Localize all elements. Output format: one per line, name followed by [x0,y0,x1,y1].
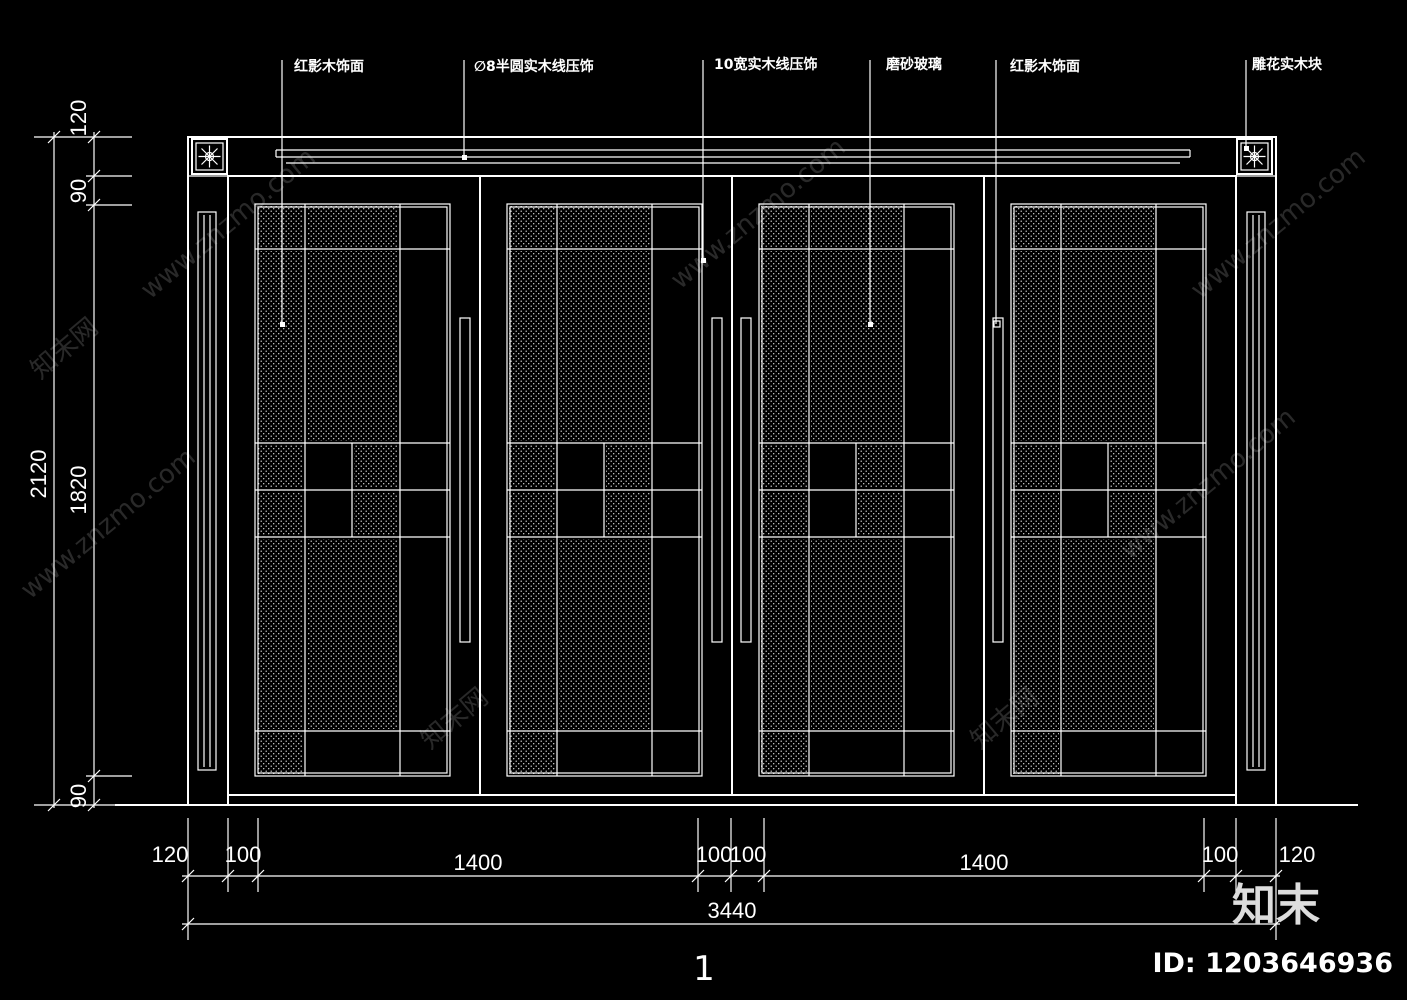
frosted-glass-pane [1110,492,1154,535]
dim-door-height: 1820 [66,466,91,515]
frosted-glass-pane [761,733,807,774]
watermark-layer: www.znzmo.com 知末网 www.znzmo.com 知末网 www.… [15,132,1371,755]
frosted-glass-pane [1013,206,1059,247]
dim-overall-height: 2120 [26,450,51,499]
frosted-glass-pane [811,539,902,729]
door-handle [459,317,471,643]
watermark-brand: 知末网 [415,682,494,755]
frosted-glass-pane [257,733,303,774]
frosted-glass-pane [1013,492,1059,535]
frosted-glass-pane [257,206,303,247]
frosted-glass-pane [509,492,555,535]
dim-left-pilaster: 120 [152,842,189,867]
frosted-glass-pane [509,251,555,441]
dim-right-frame: 100 [1202,842,1239,867]
door-handle [740,317,752,643]
frosted-glass-pane [307,539,398,729]
vertical-dimensions [34,130,132,812]
dim-top-header: 120 [66,100,91,137]
door-handle [992,317,1004,643]
label-red-veneer-right: 红影木饰面 [1010,58,1080,75]
frosted-glass-pane [761,445,807,488]
brand-logo: 知末 [1232,880,1320,931]
frosted-glass-pane [257,251,303,441]
carved-block-right [1236,138,1273,175]
frosted-glass-pane [257,445,303,488]
frosted-glass-pane [761,206,807,247]
frosted-glass-pane [559,251,650,441]
dim-right-pilaster: 120 [1279,842,1316,867]
dim-bottom-band: 90 [66,784,91,808]
door-handle [711,317,723,643]
frosted-glass-pane [761,539,807,729]
door-leaf [983,175,1237,796]
frosted-glass-pane [1013,539,1059,729]
frosted-glass-pane [811,251,902,441]
frosted-glass-pane [307,251,398,441]
frosted-glass-pane [354,492,398,535]
frosted-glass-pane [559,206,650,247]
frosted-glass-pane [1063,539,1154,729]
header-molding [275,149,1191,164]
frosted-glass-pane [811,206,902,247]
image-id-label: ID: 1203646936 [1152,948,1393,979]
horizontal-dimensions [181,818,1283,940]
pilaster-flutes-right [1246,211,1266,771]
drawing-number: 1 [693,949,715,989]
frosted-glass-pane [354,445,398,488]
frosted-glass-pane [1063,206,1154,247]
frosted-glass-pane [1013,251,1059,441]
frosted-glass-pane [858,492,902,535]
frosted-glass-pane [307,206,398,247]
frosted-glass-pane [1063,251,1154,441]
watermark-brand: 知末网 [25,312,104,385]
dim-header-band: 90 [66,179,91,203]
dim-overall-width: 3440 [708,898,757,923]
label-half-round-molding: ∅8半圆实木线压饰 [474,58,594,75]
frosted-glass-pane [761,251,807,441]
frosted-glass-pane [1110,445,1154,488]
dim-center-frame-b: 100 [730,842,767,867]
frosted-glass-pane [606,492,650,535]
label-solid-wood-trim: 10宽实木线压饰 [714,56,817,73]
frosted-glass-pane [1013,445,1059,488]
pilaster-flutes-left [197,211,217,771]
frosted-glass-pane [509,733,555,774]
frosted-glass-pane [1013,733,1059,774]
frosted-glass-pane [509,206,555,247]
label-carved-block: 雕花实木块 [1252,56,1323,73]
outer-frame [187,136,1277,806]
frosted-glass-pane [257,539,303,729]
dim-right-leaf-pair: 1400 [960,850,1009,875]
frosted-glass-pane [509,445,555,488]
dim-center-frame-a: 100 [696,842,733,867]
frosted-glass-pane [606,445,650,488]
frosted-glass-pane [509,539,555,729]
frosted-glass-pane [761,492,807,535]
watermark-site: www.znzmo.com [1185,142,1371,305]
door-leaves [227,175,1237,796]
frosted-glass-pane [858,445,902,488]
dim-left-leaf-pair: 1400 [454,850,503,875]
frosted-glass-pane [257,492,303,535]
label-red-veneer-left: 红影木饰面 [294,58,364,75]
carved-block-left [191,138,228,175]
label-frosted-glass: 磨砂玻璃 [886,56,942,73]
annotation-leaders [280,60,1249,328]
dim-left-frame: 100 [225,842,262,867]
frosted-glass-pane [559,539,650,729]
